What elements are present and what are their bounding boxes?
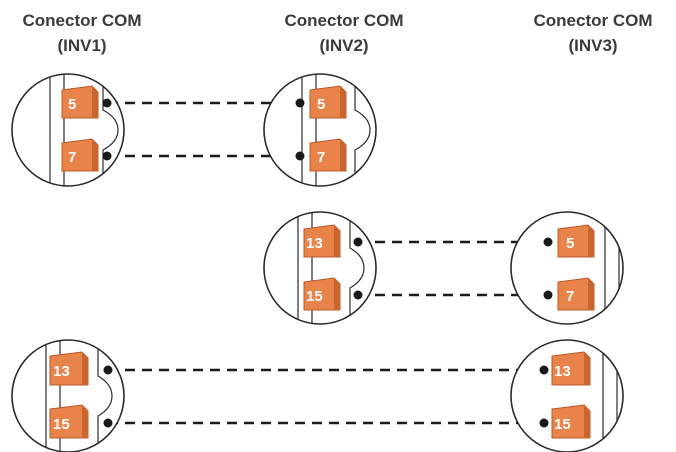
pin-terminal-icon: 13 — [49, 351, 89, 386]
connector-inv1-top: 5 7 — [11, 73, 125, 187]
wire-endpoint-dot — [539, 418, 549, 428]
pin-terminal-icon: 15 — [551, 404, 591, 439]
wire-endpoint-dot — [103, 418, 113, 428]
pin-label: 7 — [68, 149, 76, 166]
header-subtitle: (INV2) — [319, 36, 369, 55]
wire-endpoint-dot — [539, 365, 549, 375]
wire-endpoint-dot — [295, 151, 305, 161]
pin-label: 13 — [306, 235, 323, 252]
connector-inv2-top: 5 7 — [263, 73, 377, 187]
pin-terminal-icon: 15 — [49, 404, 89, 439]
pin-terminal-icon: 5 — [61, 85, 99, 119]
header-title: Conector COM — [533, 11, 653, 30]
pin-label: 15 — [53, 416, 70, 433]
wire-endpoint-dot — [295, 98, 305, 108]
wire-endpoint-dot — [102, 98, 112, 108]
pin-label: 5 — [566, 235, 574, 252]
connector-inv3-mid: 5 7 — [510, 211, 624, 325]
pin-terminal-icon: 13 — [303, 224, 341, 258]
wire-endpoint-dot — [103, 365, 113, 375]
connector-inv2-mid: 13 15 — [263, 211, 377, 325]
pin-label: 5 — [317, 96, 325, 113]
connector-header-inv1: Conector COM (INV1) — [2, 8, 162, 58]
connector-header-inv3: Conector COM (INV3) — [513, 8, 673, 58]
pin-label: 15 — [554, 416, 571, 433]
pin-label: 7 — [317, 149, 325, 166]
pin-label: 15 — [306, 288, 323, 305]
pin-terminal-icon: 13 — [551, 351, 591, 386]
pin-label: 13 — [53, 363, 70, 380]
wire-endpoint-dot — [353, 237, 363, 247]
pin-label: 13 — [554, 363, 571, 380]
header-title: Conector COM — [284, 11, 404, 30]
connector-header-inv2: Conector COM (INV2) — [264, 8, 424, 58]
connector-inv1-bot: 13 15 — [11, 339, 125, 452]
pin-label: 7 — [566, 288, 574, 305]
wire-endpoint-dot — [353, 290, 363, 300]
pin-terminal-icon: 7 — [557, 277, 595, 311]
wire-endpoints — [102, 98, 553, 428]
connector-inv3-bot: 13 15 — [510, 339, 624, 452]
pin-terminal-icon: 15 — [303, 277, 341, 311]
pin-terminal-icon: 5 — [309, 85, 347, 119]
header-subtitle: (INV1) — [57, 36, 107, 55]
header-title: Conector COM — [22, 11, 142, 30]
pin-terminal-icon: 5 — [557, 224, 595, 258]
pin-label: 5 — [68, 96, 76, 113]
wire-endpoint-dot — [543, 290, 553, 300]
wire-endpoint-dot — [543, 237, 553, 247]
wires — [108, 101, 548, 425]
pin-terminal-icon: 7 — [61, 138, 99, 172]
header-subtitle: (INV3) — [568, 36, 618, 55]
wire-endpoint-dot — [102, 151, 112, 161]
pin-terminal-icon: 7 — [309, 138, 347, 172]
